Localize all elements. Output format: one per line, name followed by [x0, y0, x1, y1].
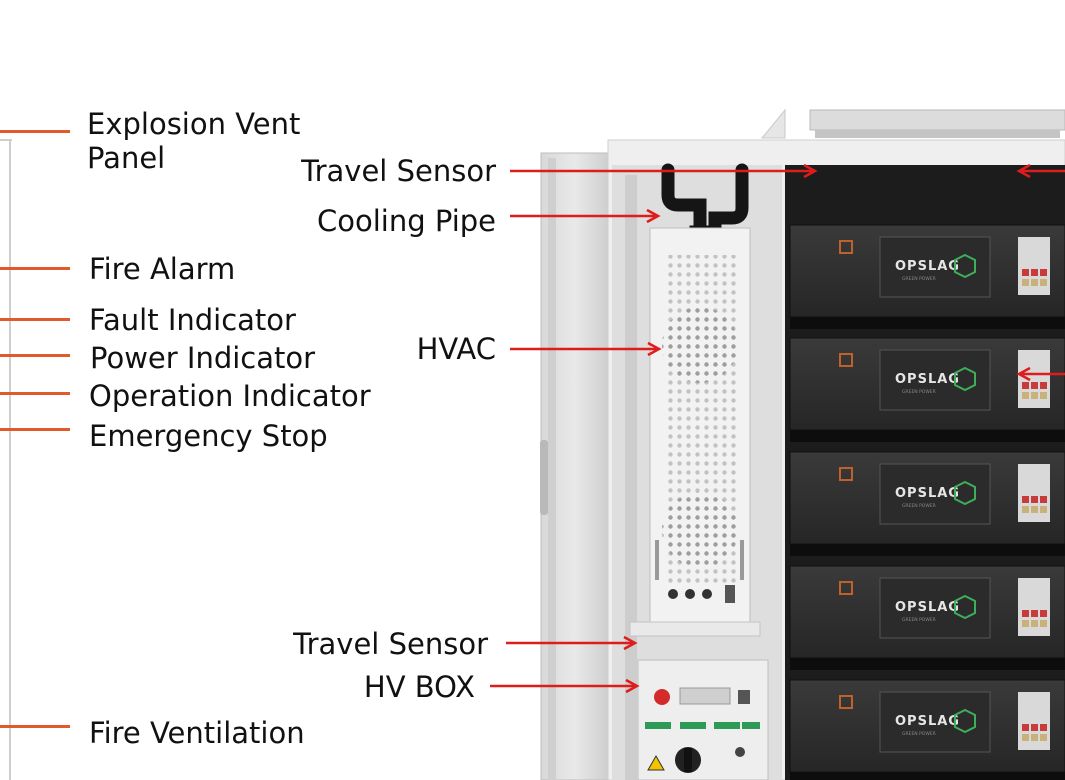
battery-module: OPSLAG GREEN POWER [789, 679, 1065, 780]
brand-cube-icon [954, 708, 976, 734]
leader-fire-ventilation [0, 725, 70, 728]
leader-explosion-vent [0, 130, 70, 133]
label-hv-box: HV BOX [363, 670, 475, 704]
battery-module: OPSLAG GREEN POWER [789, 451, 1065, 556]
brand-logo-text: OPSLAG [895, 259, 960, 274]
brand-logo-text: OPSLAG [895, 486, 960, 501]
open-door [540, 152, 609, 780]
brand-tagline-text: GREEN POWER [902, 731, 936, 737]
brand-cube-icon [954, 594, 976, 620]
label-fire-alarm: Fire Alarm [89, 252, 236, 286]
label-power-indicator: Power Indicator [90, 341, 316, 375]
battery-module: OPSLAG GREEN POWER [789, 337, 1065, 442]
hv-box-unit [637, 659, 769, 780]
battery-module: OPSLAG GREEN POWER [789, 224, 1065, 329]
brand-logo-text: OPSLAG [895, 600, 960, 615]
brand-tagline-text: GREEN POWER [902, 617, 936, 623]
brand-logo-text: OPSLAG [895, 372, 960, 387]
brand-tagline-text: GREEN POWER [902, 503, 936, 509]
label-fault-indicator: Fault Indicator [89, 303, 296, 337]
brand-cube-icon [954, 253, 976, 279]
brand-cube-icon [954, 480, 976, 506]
brand-logo-text: OPSLAG [895, 714, 960, 729]
leader-emergency-stop [0, 428, 70, 431]
label-fire-ventilation: Fire Ventilation [89, 716, 305, 750]
leader-power-indicator [0, 354, 70, 357]
leader-operation-indicator [0, 392, 70, 395]
label-travel-sensor-top: Travel Sensor [301, 154, 496, 188]
label-cooling-pipe: Cooling Pipe [316, 204, 496, 238]
label-travel-sensor-bottom: Travel Sensor [293, 627, 488, 661]
label-operation-indicator: Operation Indicator [89, 379, 371, 413]
brand-tagline-text: GREEN POWER [902, 276, 936, 282]
left-cabinet-edge [0, 139, 12, 780]
battery-module: OPSLAG GREEN POWER [789, 565, 1065, 670]
brand-tagline-text: GREEN POWER [902, 389, 936, 395]
roof-vent [760, 108, 1065, 139]
hvac-unit [629, 227, 761, 637]
leader-fault-indicator [0, 318, 70, 321]
label-emergency-stop: Emergency Stop [89, 419, 328, 453]
label-explosion-vent-panel: Explosion Vent Panel [87, 107, 301, 175]
leader-fire-alarm [0, 267, 70, 270]
label-hvac: HVAC [416, 332, 496, 366]
brand-cube-icon [954, 366, 976, 392]
